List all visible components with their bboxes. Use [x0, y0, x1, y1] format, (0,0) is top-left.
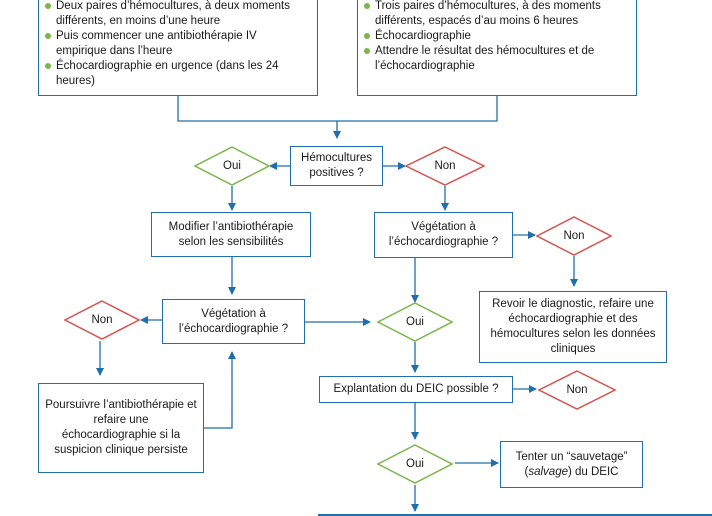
- bullet-icon: [364, 33, 370, 39]
- non-diamond: Non: [537, 370, 617, 410]
- merge-line: [177, 96, 498, 122]
- explantation-box: Explantation du DEIC possible ?: [319, 376, 513, 403]
- vegetation-center-box: Végétation à l’échocardiographie ?: [162, 299, 305, 344]
- modifier-label: Modifier l’antibiothérapie selon les sen…: [168, 220, 294, 248]
- hemocultures-label: Hémocultures positives ?: [301, 152, 372, 179]
- bullet-icon: [45, 3, 51, 9]
- bullet-icon: [364, 48, 370, 54]
- oui-diamond: Oui: [193, 146, 271, 186]
- bullet-icon: [364, 3, 370, 9]
- non-label: Non: [434, 160, 456, 172]
- left-top-box: Deux paires d’hémocultures, à deux momen…: [38, 0, 318, 96]
- non-diamond: Non: [535, 216, 613, 256]
- bullet-icon: [45, 33, 51, 39]
- oui-diamond: Oui: [376, 444, 454, 484]
- sauvetage-label-line2: (salvage) du DEIC: [524, 465, 619, 478]
- vegetation-right-label: Végétation à l’échocardiographie ?: [388, 221, 499, 248]
- poursuivre-box: Poursuivre l’antibiothérapie et refaire …: [38, 383, 204, 473]
- right-top-item: Attendre le résultat des hémocultures et…: [364, 44, 628, 74]
- bullet-icon: [45, 63, 51, 69]
- right-top-item: Échocardiographie: [364, 29, 628, 44]
- poursuivre-label: Poursuivre l’antibiothérapie et refaire …: [45, 399, 197, 456]
- explantation-label: Explantation du DEIC possible ?: [333, 383, 499, 395]
- hemocultures-box: Hémocultures positives ?: [290, 146, 383, 186]
- left-top-item: Deux paires d’hémocultures, à deux momen…: [45, 0, 309, 29]
- vegetation-center-label: Végétation à l’échocardiographie ?: [178, 307, 289, 335]
- oui-label: Oui: [406, 316, 424, 328]
- non-label: Non: [566, 384, 588, 396]
- oui-diamond: Oui: [376, 302, 454, 342]
- right-top-box: Trois paires d’hémocultures, à des momen…: [357, 0, 637, 96]
- modifier-antibiotherapie-box: Modifier l’antibiothérapie selon les sen…: [151, 212, 311, 257]
- arrow-poursuivre-vegc: [204, 351, 236, 429]
- revoir-label: Revoir le diagnostic, refaire une échoca…: [490, 298, 656, 355]
- non-label: Non: [563, 230, 585, 242]
- sauvetage-label-line1: Tenter un “sauvetage”: [515, 450, 628, 463]
- left-top-item: Échocardiographie en urgence (dans les 2…: [45, 59, 309, 89]
- sauvetage-box: Tenter un “sauvetage” (salvage) du DEIC: [500, 441, 643, 488]
- left-top-item: Puis commencer une antibiothérapie IV em…: [45, 29, 309, 59]
- revoir-diagnostic-box: Revoir le diagnostic, refaire une échoca…: [479, 291, 667, 363]
- oui-label: Oui: [223, 160, 241, 172]
- oui-label: Oui: [406, 458, 424, 470]
- right-top-item: Trois paires d’hémocultures, à des momen…: [364, 0, 628, 29]
- non-label: Non: [91, 314, 113, 326]
- non-diamond: Non: [63, 300, 141, 340]
- vegetation-right-box: Végétation à l’échocardiographie ?: [374, 212, 513, 258]
- non-diamond: Non: [404, 146, 486, 186]
